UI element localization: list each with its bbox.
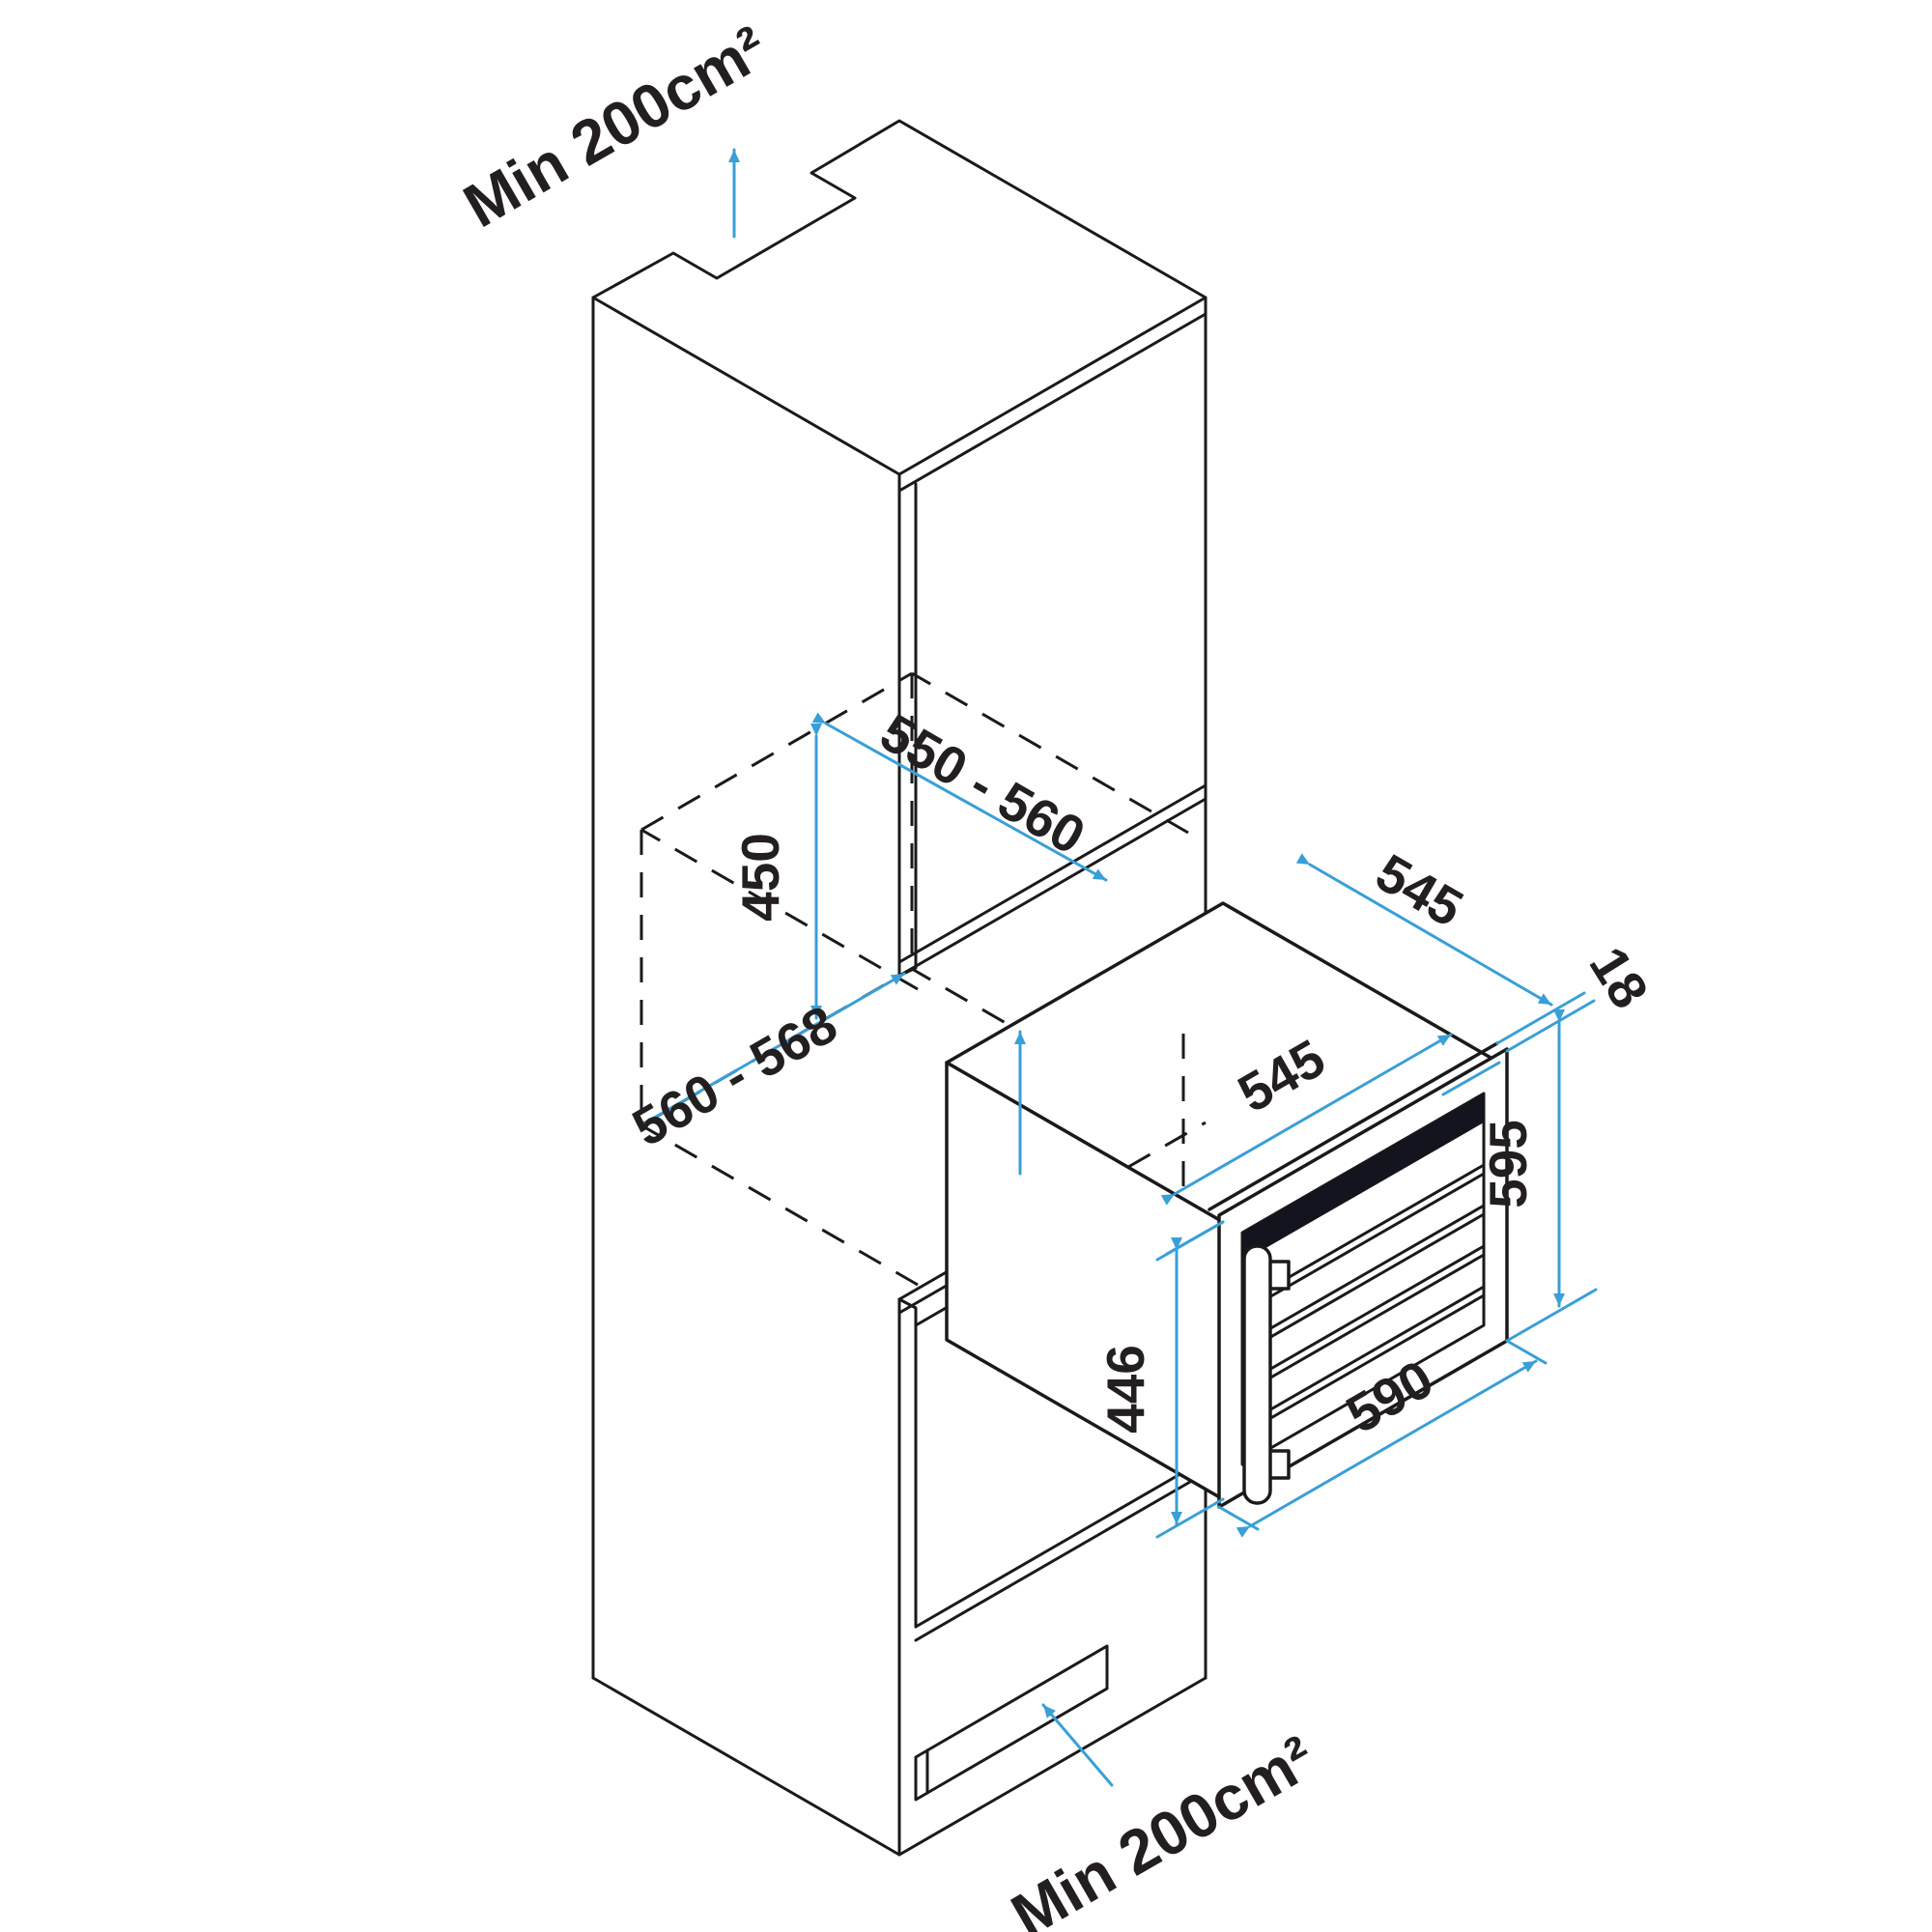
- dim-carcass-width-arrow: [1160, 1033, 1453, 1206]
- niche-depth-label: 550 - 560: [870, 702, 1094, 867]
- plinth-vent-grille: [914, 1644, 1109, 1802]
- handle-bar: [1242, 1244, 1272, 1505]
- carcass-height-ext-lines: [1155, 1220, 1225, 1539]
- appliance: [945, 901, 1509, 1509]
- niche-width-label: 560 - 568: [622, 994, 846, 1158]
- dimension-layer: [635, 148, 1598, 1787]
- label-layer: Min 200cm² Min 200cm² 450 550 - 560 560 …: [452, 13, 1661, 1932]
- dim-niche-width-arrow: [635, 972, 906, 1132]
- dim-carcass-depth-arrow: [1295, 853, 1553, 1007]
- niche-height-label: 450: [730, 833, 790, 922]
- carcass-height-label: 446: [1095, 1345, 1155, 1434]
- top-vent-label: Min 200cm²: [452, 13, 779, 242]
- cabinet-top-face: [591, 119, 1208, 476]
- bottom-vent-arrow: [1041, 1703, 1114, 1787]
- door-thickness-ext-lines: [1495, 991, 1596, 1053]
- door-height-label: 595: [1478, 1120, 1538, 1208]
- bottom-vent-label: Min 200cm²: [1000, 1722, 1326, 1932]
- door-thickness-label: 18: [1578, 937, 1661, 1019]
- cabinet-top-inner-edge: [897, 312, 1208, 493]
- carcass-depth-label: 545: [1366, 842, 1472, 939]
- cabinet-bottom-edges: [591, 1676, 1208, 1857]
- dim-door-width-arrow: [1236, 1359, 1538, 1538]
- cabinet-front-corner-lower-inner: [897, 1297, 918, 1629]
- dim-niche-depth-arrow: [811, 712, 1108, 882]
- lower-door-bottom-edge: [914, 1480, 1192, 1642]
- door-bottom-ext-line: [1505, 1288, 1598, 1343]
